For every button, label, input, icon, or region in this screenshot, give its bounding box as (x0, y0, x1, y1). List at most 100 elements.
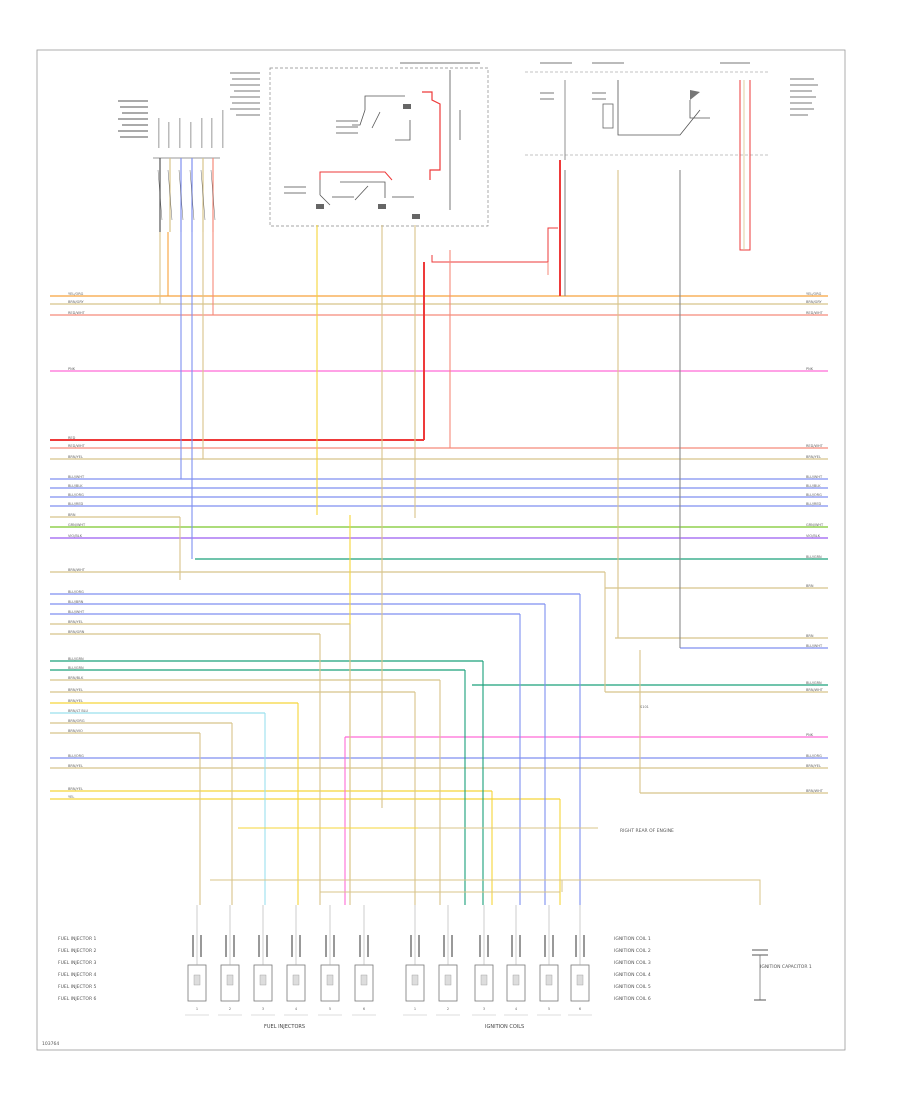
bus-label-right-r15: BLU/GRN (806, 555, 822, 559)
bus-label-right-r7: BRN/YEL (806, 455, 821, 459)
splice-label: S101 (640, 705, 649, 709)
fuel-injector-terminal (193, 974, 201, 986)
ignition-coil-terminal (411, 974, 419, 986)
fuel-injector-legend-2: FUEL INJECTOR 2 (58, 948, 97, 954)
bus-label-left-r1: YEL/ORG (68, 292, 84, 296)
bus-label-right-r4: PNK (806, 367, 814, 371)
ignition-coil-pin-2 (451, 935, 453, 957)
top-components (118, 62, 818, 275)
ignition-coil-pin-1 (511, 935, 513, 957)
ignition-coil-number: 3 (483, 1007, 485, 1011)
bus-label-left-r22: BRN/GRN (68, 630, 85, 634)
ignition-coil-number: 6 (579, 1007, 581, 1011)
fuel-injector-5: 5 (318, 905, 342, 1016)
ignition-coil-legend-3: IGNITION COIL 3 (614, 960, 651, 966)
ignition-capacitor (752, 949, 768, 1001)
left-harness-connector (118, 100, 224, 232)
ignition-coil-terminal (512, 974, 520, 986)
fuel-injector-pin-2 (367, 935, 369, 957)
fuel-injector-legend-1: FUEL INJECTOR 1 (58, 936, 97, 942)
bus-label-left-r26: BLU/GRN (68, 666, 84, 670)
fuel-injector-pin-1 (325, 935, 327, 957)
bus-label-right-r14: VIO/BLK (806, 534, 821, 538)
bus-label-right-r1: YEL/ORG (806, 292, 822, 296)
ignition-coil-pin-1 (544, 935, 546, 957)
fuel-injector-number: 1 (196, 1007, 198, 1011)
bus-label-right-r17: BRN (806, 584, 814, 588)
bus-label-right-r36: BLU/ORG (806, 754, 822, 758)
ignition-capacitor-label: IGNITION CAPACITOR 1 (760, 964, 812, 970)
fuel-injector-pin-1 (359, 935, 361, 957)
bus-label-left-r4: PNK (68, 367, 76, 371)
fuel-injector-legend-3: FUEL INJECTOR 3 (58, 960, 97, 966)
ignition-coil-number: 5 (548, 1007, 550, 1011)
fuel-injector-4: 4 (284, 905, 308, 1016)
bus-label-left-r11: BLU/RED (68, 502, 84, 506)
ignition-coil-pin-2 (583, 935, 585, 957)
fuel-injector-pin-1 (291, 935, 293, 957)
bus-label-left-r14: VIO/BLK (68, 534, 83, 538)
right-top-modules (525, 62, 818, 251)
bus-label-left-r27: BRN/BLK (68, 676, 84, 680)
bus-label-left-r13: GRN/WHT (68, 523, 86, 527)
bus-label-right-r35: PNK (806, 733, 814, 737)
ignition-coil-pin-1 (410, 935, 412, 957)
bus-label-left-r12: BRN (68, 513, 76, 517)
bus-label-left-r19: BLU/BRN (68, 600, 84, 604)
fuel-injector-number: 2 (229, 1007, 231, 1011)
ignition-coil-legend-6: IGNITION COIL 6 (614, 996, 651, 1002)
fuel-injector-pin-1 (258, 935, 260, 957)
bus-label-left-r21: BRN/YEL (68, 620, 83, 624)
bus-label-left-r32: BRN/LT BLU (68, 709, 89, 713)
bus-label-left-r5: RED (68, 436, 76, 440)
ignition-coil-pin-1 (443, 935, 445, 957)
ignition-coil-number: 1 (414, 1007, 416, 1011)
bus-label-left-r6: RED/WHT (68, 444, 86, 448)
right-rear-engine-note: RIGHT REAR OF ENGINE (620, 828, 674, 834)
bus-label-right-r11: BLU/RED (806, 502, 822, 506)
fuel-injector-1: 1 (185, 905, 209, 1016)
bus-label-right-r3: RED/WHT (806, 311, 824, 315)
ignition-coil-legend-5: IGNITION COIL 5 (614, 984, 651, 990)
ignition-coil-pin-2 (487, 935, 489, 957)
fuel-injector-pin-2 (200, 935, 202, 957)
bus-label-right-r30: BRN/WHT (806, 688, 824, 692)
fuel-injector-2: 2 (218, 905, 242, 1016)
ignition-coil-pin-2 (552, 935, 554, 957)
bus-label-right-r10: BLU/ORG (806, 493, 822, 497)
fuel-injector-3: 3 (251, 905, 275, 1016)
fuel-injectors-label: FUEL INJECTORS (264, 1024, 305, 1030)
fuel-injector-terminal (226, 974, 234, 986)
vertical-drops (159, 160, 761, 905)
ignition-coil-2: 2 (436, 905, 460, 1016)
bus-label-right-r13: GRN/WHT (806, 523, 824, 527)
fuel-injector-pin-2 (333, 935, 335, 957)
ignition-coil-pin-2 (519, 935, 521, 957)
bus-label-right-r9: BLU/BLK (806, 484, 821, 488)
fuel-injector-number: 6 (363, 1007, 365, 1011)
bus-label-left-r10: BLU/ORG (68, 493, 84, 497)
bus-label-left-r33: BRN/ORG (68, 719, 85, 723)
bus-label-left-r2: BRN/GRY (68, 300, 85, 304)
bus-label-right-r23: BRN (806, 634, 814, 638)
fuel-injector-pin-1 (192, 935, 194, 957)
ignition-coil-terminal (545, 974, 553, 986)
bus-label-left-r39: YEL (68, 795, 74, 799)
fuel-injector-pin-2 (233, 935, 235, 957)
bus-label-left-r8: BLU/WHT (68, 475, 85, 479)
fuel-injector-pin-2 (299, 935, 301, 957)
fuel-injector-legend-5: FUEL INJECTOR 5 (58, 984, 97, 990)
ignition-coil-terminal (480, 974, 488, 986)
ignition-coil-number: 4 (515, 1007, 518, 1011)
ignition-coil-1: 1 (403, 905, 427, 1016)
red-jumper (431, 227, 558, 263)
bus-label-left-r9: BLU/BLK (68, 484, 83, 488)
fuel-injector-terminal (326, 974, 334, 986)
ignition-coil-terminal (576, 974, 584, 986)
ignition-coil-4: 4 (504, 905, 528, 1016)
ignition-coil-pin-2 (418, 935, 420, 957)
ignition-coils-label: IGNITION COILS (485, 1024, 524, 1030)
ignition-coil-legend-4: IGNITION COIL 4 (614, 972, 651, 978)
